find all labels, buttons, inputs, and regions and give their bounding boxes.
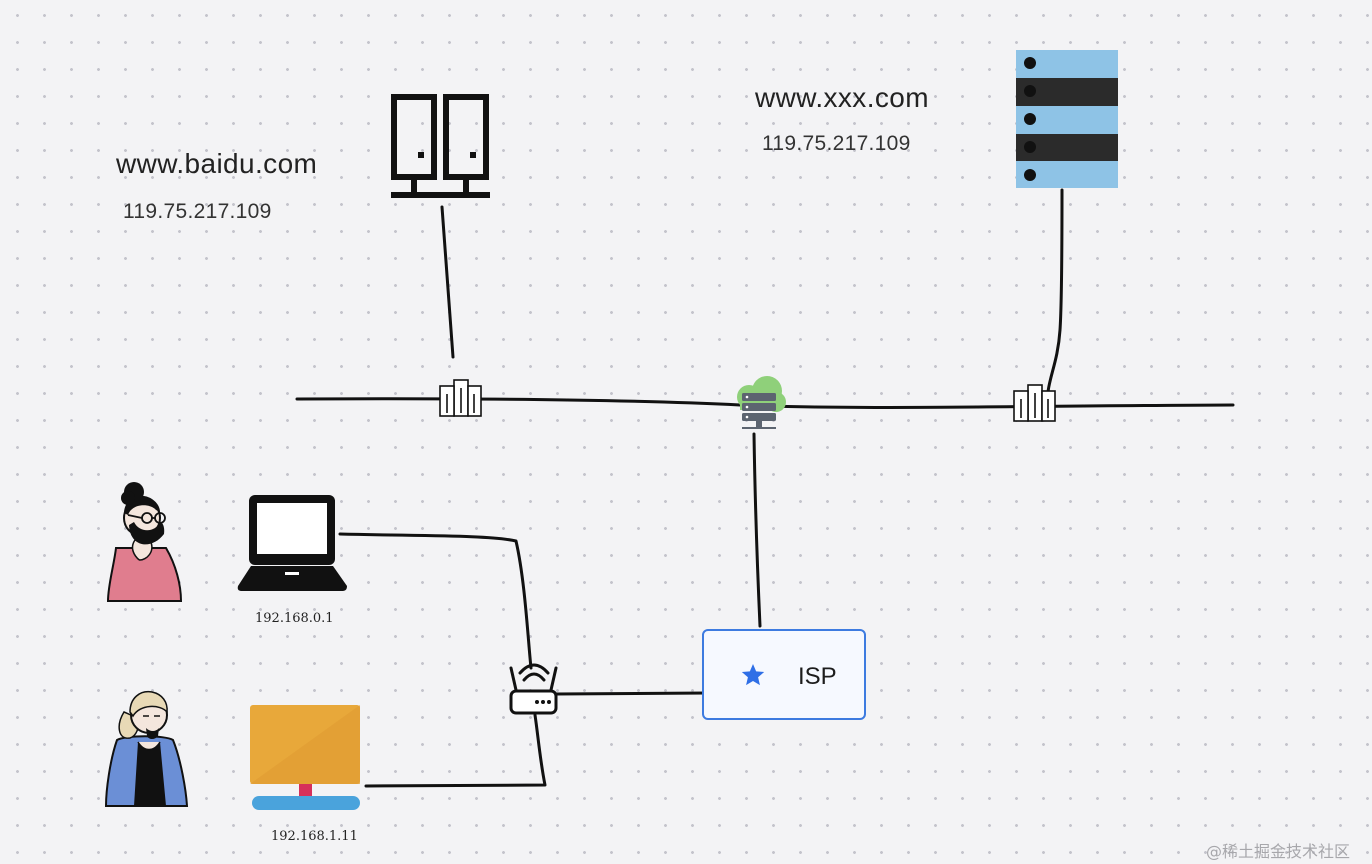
- rack-server-icon: [1016, 50, 1118, 188]
- user-avatar-icon: [106, 482, 183, 602]
- router-isp-link: [554, 691, 710, 696]
- desktop-monitor-icon[interactable]: [250, 705, 360, 810]
- node-server-icon[interactable]: [439, 379, 482, 417]
- star-icon: [740, 662, 766, 693]
- baidu-domain-label: www.baidu.com: [116, 148, 318, 179]
- xxx-domain-label: www.xxx.com: [755, 82, 929, 113]
- isp-label: ISP: [798, 663, 837, 690]
- laptop-router-link: [338, 532, 533, 670]
- user-avatar-icon: [104, 690, 189, 807]
- cloud-router-icon[interactable]: [737, 376, 786, 429]
- xxx-ip-label: 119.75.217.109: [762, 132, 911, 155]
- laptop-ip-label: 192.168.0.1: [255, 611, 334, 626]
- isp-uplink: [752, 432, 762, 628]
- desktop-ip-label: 192.168.1.11: [271, 829, 358, 844]
- building-server-icon: [391, 94, 490, 198]
- watermark: @稀土掘金技术社区: [1206, 842, 1351, 861]
- isp-node[interactable]: ISP: [702, 629, 866, 720]
- wifi-router-icon[interactable]: [509, 663, 558, 715]
- node-server-icon[interactable]: [1013, 384, 1056, 422]
- baidu-uplink: [440, 205, 455, 359]
- baidu-ip-label: 119.75.217.109: [123, 200, 272, 223]
- xxx-uplink: [1046, 188, 1064, 394]
- laptop-icon[interactable]: [237, 495, 347, 591]
- desktop-router-link: [364, 713, 547, 788]
